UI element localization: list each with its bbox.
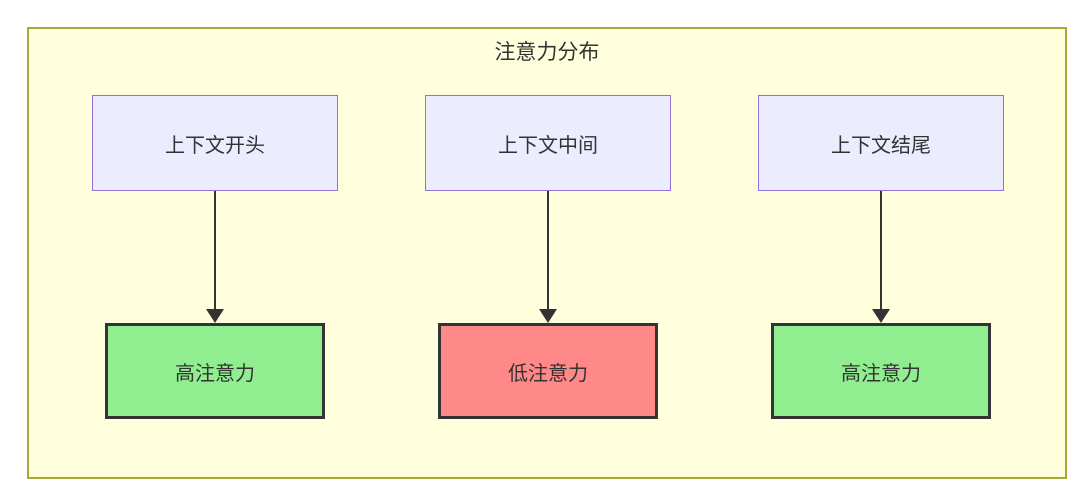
node-context-middle: 上下文中间	[425, 95, 671, 191]
node-high-attention-1: 高注意力	[105, 323, 325, 419]
diagram-title: 注意力分布	[494, 41, 600, 64]
node-context-end: 上下文结尾	[758, 95, 1004, 191]
arrow-middle-to-low	[539, 191, 557, 323]
attention-distribution-group: 注意力分布 上下文开头 上下文中间 上下文结尾 高注意力 低注意力 高注意力	[27, 27, 1067, 479]
arrow-line	[214, 191, 216, 310]
node-high-attention-2: 高注意力	[771, 323, 991, 419]
arrow-line	[547, 191, 549, 310]
node-context-start: 上下文开头	[92, 95, 338, 191]
arrow-line	[880, 191, 882, 310]
arrow-head-icon	[539, 309, 557, 323]
arrow-end-to-high	[872, 191, 890, 323]
arrow-head-icon	[206, 309, 224, 323]
arrow-head-icon	[872, 309, 890, 323]
arrow-start-to-high	[206, 191, 224, 323]
node-low-attention: 低注意力	[438, 323, 658, 419]
